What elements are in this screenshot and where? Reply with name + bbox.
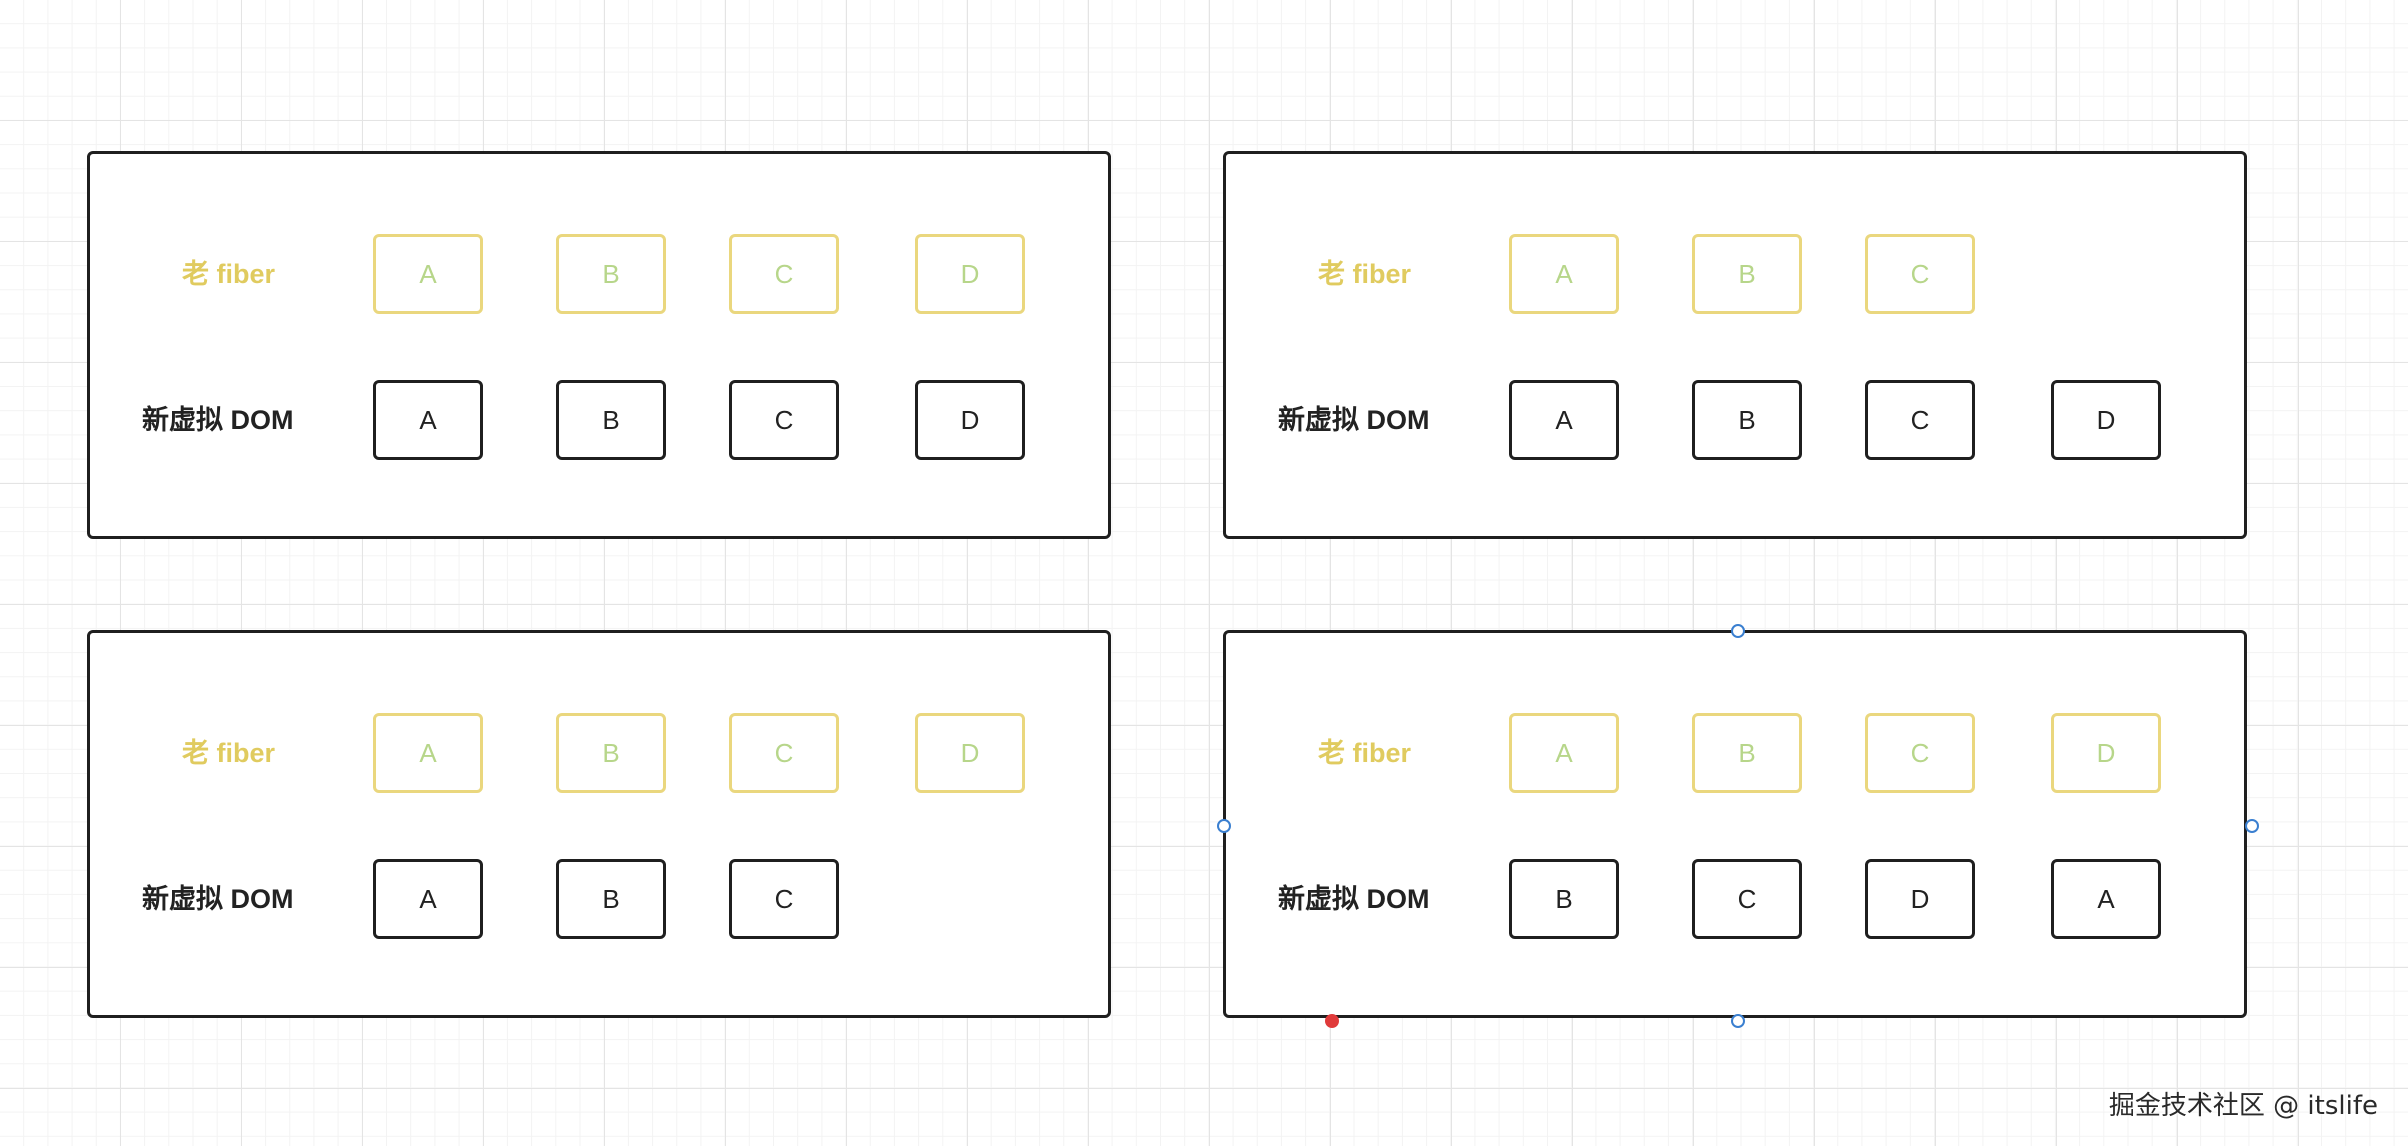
selection-handle-bottom[interactable]	[1731, 1014, 1745, 1028]
new-vdom-node[interactable]: B	[556, 859, 666, 939]
old-fiber-label: 老 fiber	[182, 738, 276, 768]
old-fiber-node[interactable]: B	[1692, 234, 1802, 314]
new-vdom-node[interactable]: A	[1509, 380, 1619, 460]
old-fiber-node[interactable]: B	[556, 234, 666, 314]
old-fiber-label: 老 fiber	[182, 259, 276, 289]
selection-handle-left[interactable]	[1217, 819, 1231, 833]
old-fiber-node[interactable]: A	[373, 713, 483, 793]
panel-same-order[interactable]: 老 fiber A B C D 新虚拟 DOM A B C D	[87, 151, 1111, 539]
new-vdom-node[interactable]: B	[1509, 859, 1619, 939]
selection-handle-top[interactable]	[1731, 624, 1745, 638]
old-fiber-node[interactable]: C	[1865, 713, 1975, 793]
new-vdom-label: 新虚拟 DOM	[142, 405, 294, 435]
new-vdom-node[interactable]: A	[373, 859, 483, 939]
connection-point-dot[interactable]	[1325, 1014, 1339, 1028]
panel-node-removed[interactable]: 老 fiber A B C D 新虚拟 DOM A B C	[87, 630, 1111, 1018]
panel-node-moved[interactable]: 老 fiber A B C D 新虚拟 DOM B C D A	[1223, 630, 2247, 1018]
new-vdom-node[interactable]: A	[373, 380, 483, 460]
old-fiber-label: 老 fiber	[1318, 259, 1412, 289]
new-vdom-label: 新虚拟 DOM	[1278, 884, 1430, 914]
new-vdom-node[interactable]: C	[729, 380, 839, 460]
new-vdom-label: 新虚拟 DOM	[1278, 405, 1430, 435]
old-fiber-node[interactable]: C	[729, 713, 839, 793]
old-fiber-node[interactable]: A	[1509, 713, 1619, 793]
old-fiber-label: 老 fiber	[1318, 738, 1412, 768]
old-fiber-node[interactable]: B	[556, 713, 666, 793]
old-fiber-node[interactable]: D	[915, 713, 1025, 793]
new-vdom-label: 新虚拟 DOM	[142, 884, 294, 914]
new-vdom-node[interactable]: C	[1865, 380, 1975, 460]
new-vdom-node[interactable]: C	[729, 859, 839, 939]
new-vdom-node[interactable]: D	[915, 380, 1025, 460]
old-fiber-node[interactable]: A	[1509, 234, 1619, 314]
old-fiber-node[interactable]: A	[373, 234, 483, 314]
watermark: 掘金技术社区 @ itslife	[2108, 1091, 2378, 1121]
selection-handle-right[interactable]	[2245, 819, 2259, 833]
old-fiber-node[interactable]: C	[1865, 234, 1975, 314]
old-fiber-node[interactable]: D	[915, 234, 1025, 314]
old-fiber-node[interactable]: C	[729, 234, 839, 314]
old-fiber-node[interactable]: B	[1692, 713, 1802, 793]
new-vdom-node[interactable]: B	[556, 380, 666, 460]
panel-node-added[interactable]: 老 fiber A B C 新虚拟 DOM A B C D	[1223, 151, 2247, 539]
new-vdom-node[interactable]: D	[1865, 859, 1975, 939]
new-vdom-node[interactable]: A	[2051, 859, 2161, 939]
new-vdom-node[interactable]: B	[1692, 380, 1802, 460]
old-fiber-node[interactable]: D	[2051, 713, 2161, 793]
new-vdom-node[interactable]: C	[1692, 859, 1802, 939]
new-vdom-node[interactable]: D	[2051, 380, 2161, 460]
